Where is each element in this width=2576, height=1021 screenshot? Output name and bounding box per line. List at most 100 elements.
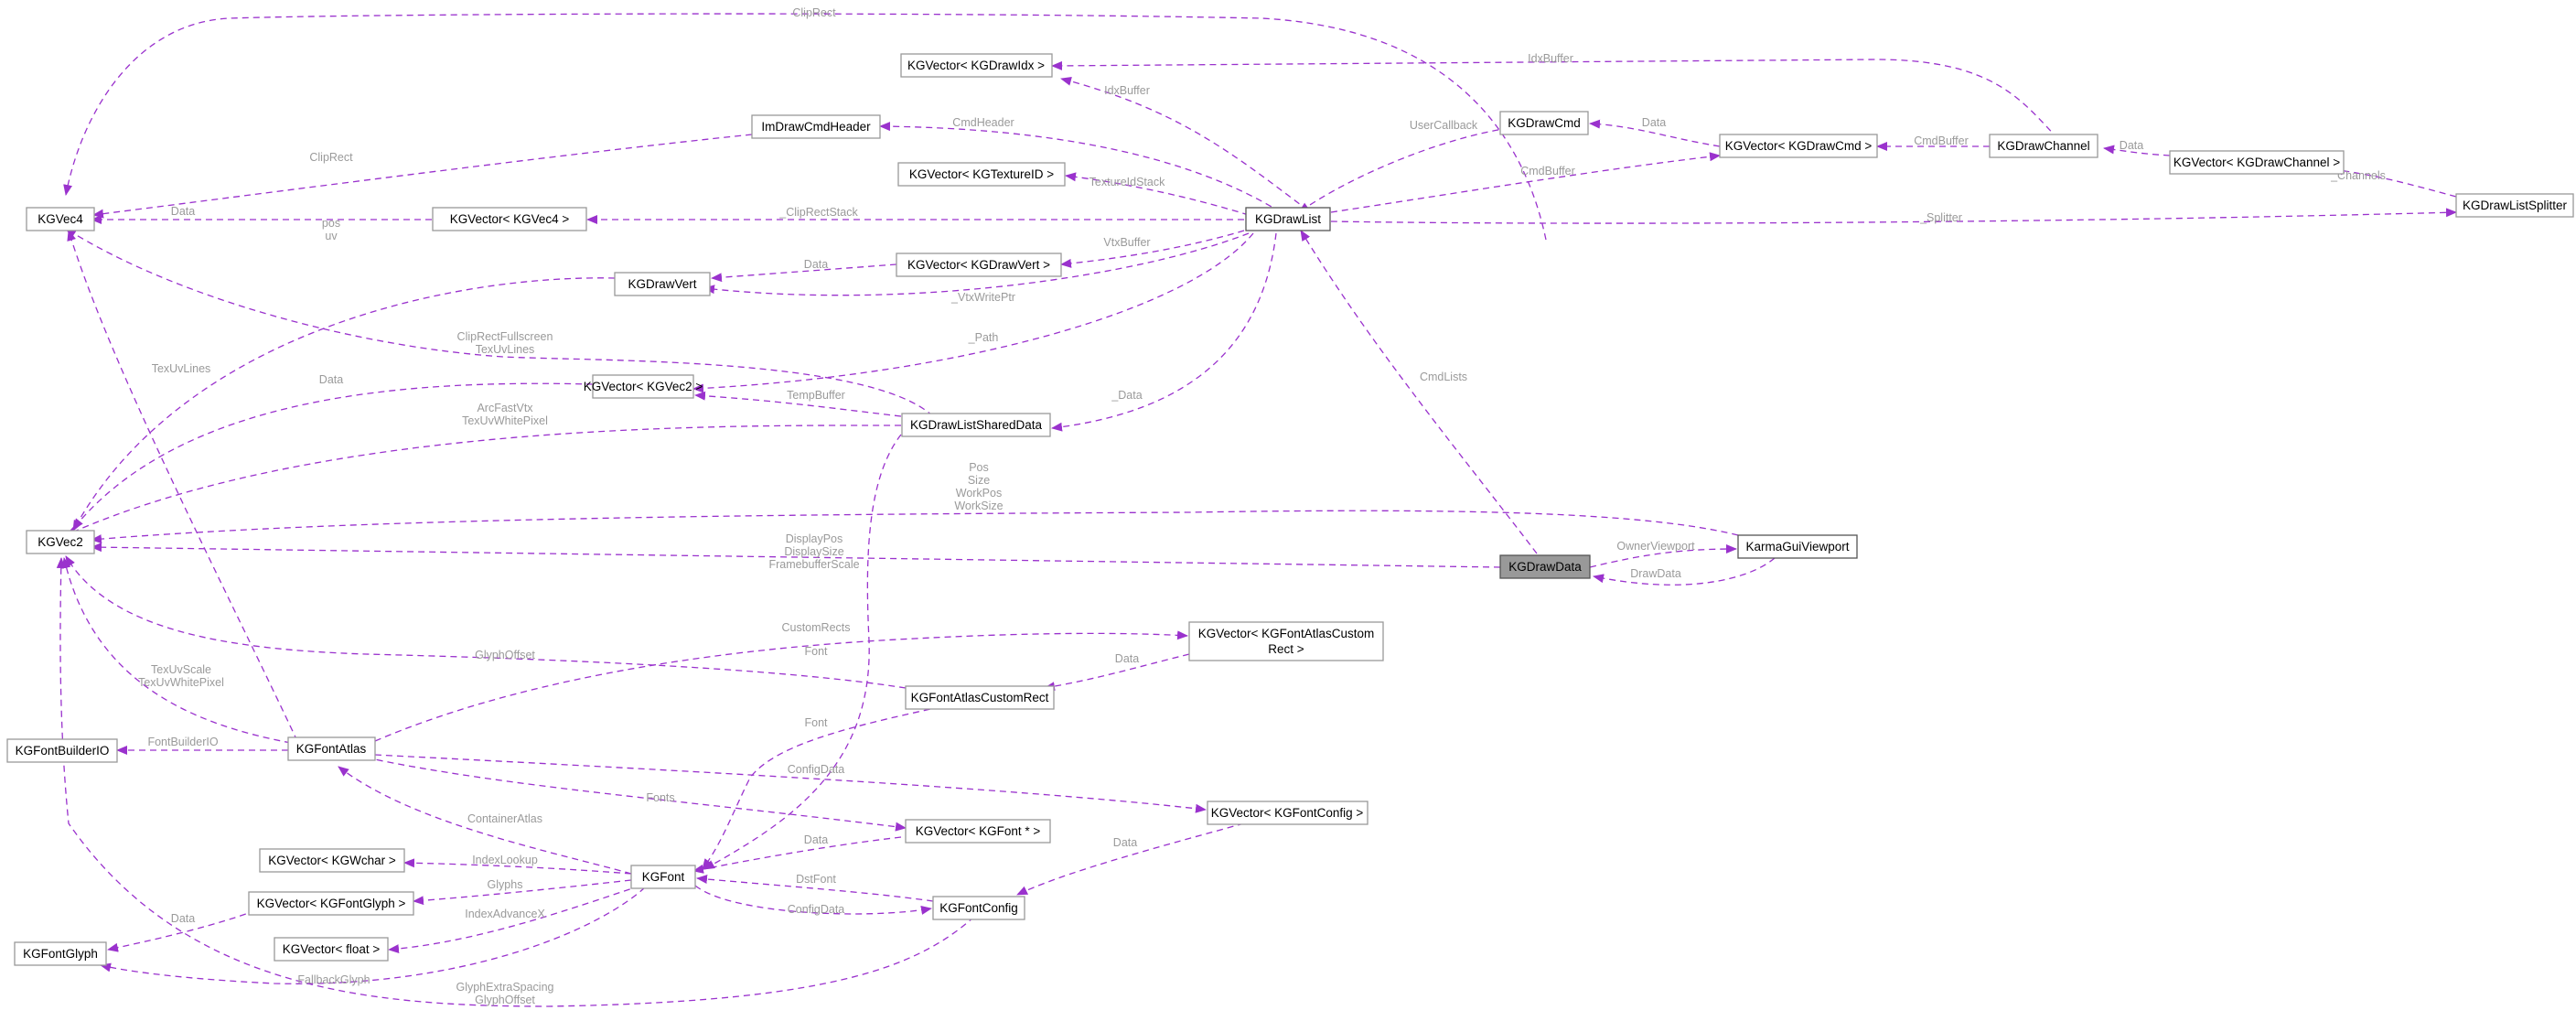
- svg-text:KGVector< KGFontAtlasCustom: KGVector< KGFontAtlasCustom: [1198, 627, 1374, 640]
- edge-kgdrawlist-shareddata: [1051, 232, 1277, 432]
- edge-kgfontconfig-dstfont: [696, 875, 934, 902]
- edge-kgfontconfig-kgfontglyph: [56, 557, 975, 1007]
- label-glyphs: Glyphs: [488, 878, 523, 891]
- node-vec-float[interactable]: KGVector< float >: [274, 937, 389, 962]
- label-idxbuffer-top: IdxBuffer: [1528, 52, 1573, 65]
- label-cliprectstack: _ClipRectStack: [778, 206, 858, 219]
- svg-text:KGFontAtlas: KGFontAtlas: [296, 742, 367, 756]
- label-data-channel: Data: [2120, 139, 2143, 152]
- edge-kgdrawlist-cmdbuffer: [1330, 152, 1721, 213]
- label-texuvwhitepixel-a: TexUvWhitePixel: [462, 414, 548, 427]
- label-texuvlines-b: TexUvLines: [152, 362, 211, 375]
- node-kgdrawlistshareddata[interactable]: KGDrawListSharedData: [901, 413, 1051, 437]
- node-imdrawcmdheader[interactable]: ImDrawCmdHeader: [751, 114, 881, 139]
- edge-vec-drawchannel-kgdrawchannel: [2103, 145, 2171, 156]
- node-kgvec2[interactable]: KGVec2: [26, 530, 95, 554]
- label-font-a: Font: [804, 645, 828, 658]
- label-framebufferscale: FramebufferScale: [768, 558, 859, 571]
- node-kgdrawchannel[interactable]: KGDrawChannel: [1989, 134, 2098, 158]
- edge-customrect-font: [702, 704, 952, 870]
- node-kgdrawvert[interactable]: KGDrawVert: [614, 272, 711, 296]
- node-vec-vec2[interactable]: KGVector< KGVec2 >: [584, 374, 703, 399]
- edge-kgdrawdata-cmdlists: [1300, 230, 1538, 554]
- svg-text:KGVector< KGDrawCmd >: KGVector< KGDrawCmd >: [1725, 139, 1873, 153]
- svg-text:KGVector< KGDrawChannel >: KGVector< KGDrawChannel >: [2174, 156, 2340, 169]
- node-kgdrawlist[interactable]: KGDrawList: [1245, 207, 1331, 231]
- label-pos: pos: [322, 217, 340, 230]
- edge-kgdrawdata-kgvec2: [91, 543, 1501, 568]
- node-kgfontatlascustomrect[interactable]: KGFontAtlasCustomRect: [905, 685, 1055, 710]
- svg-text:KGVector< KGVec2 >: KGVector< KGVec2 >: [584, 380, 703, 393]
- node-kgfont[interactable]: KGFont: [630, 865, 696, 889]
- label-texuvlines-a: TexUvLines: [476, 343, 535, 356]
- edge-viewport-drawdata: [1593, 557, 1776, 586]
- svg-text:KGVec2: KGVec2: [38, 535, 83, 549]
- edge-shareddata-cliprectfullscreen: [65, 228, 934, 417]
- edge-kgfontatlas-texuvlines: [67, 230, 298, 742]
- label-data-fontptr: Data: [804, 833, 828, 846]
- edge-kgfont-indexadvancex: [388, 885, 641, 954]
- edge-kgfontatlas-customrects: [374, 630, 1188, 742]
- label-vp-pos: Pos: [969, 461, 989, 474]
- label-drawdata: DrawData: [1630, 567, 1681, 580]
- svg-text:KGDrawVert: KGDrawVert: [628, 277, 696, 291]
- svg-text:KGFontAtlasCustomRect: KGFontAtlasCustomRect: [911, 691, 1049, 704]
- label-splitter: _Splitter: [1919, 211, 1962, 224]
- label-displaypos: DisplayPos: [786, 532, 843, 545]
- node-vec-wchar[interactable]: KGVector< KGWchar >: [259, 848, 405, 873]
- edge-kgfont-indexlookup: [403, 858, 632, 875]
- svg-text:KGVector< KGFontConfig >: KGVector< KGFontConfig >: [1211, 806, 1364, 820]
- label-textureidstack: TextureIdStack: [1089, 176, 1165, 188]
- label-cliprect-top: ClipRect: [792, 6, 836, 19]
- node-kgfontconfig[interactable]: KGFontConfig: [932, 896, 1025, 920]
- node-vec-vec4[interactable]: KGVector< KGVec4 >: [432, 207, 587, 231]
- label-glyphoffset: GlyphOffset: [475, 649, 535, 661]
- label-ownerviewport: OwnerViewport: [1616, 540, 1695, 553]
- svg-text:KGDrawData: KGDrawData: [1508, 560, 1582, 574]
- label-texuvscale: TexUvScale: [151, 663, 211, 676]
- label-indexlookup: IndexLookup: [472, 854, 538, 866]
- edge-shareddata-tempbuffer: [694, 391, 902, 417]
- label-glyphoffset-b: GlyphOffset: [475, 994, 535, 1006]
- node-kgfontglyph[interactable]: KGFontGlyph: [14, 941, 107, 966]
- label-path: _Path: [968, 331, 999, 344]
- edge-kgdrawlist-path: [692, 232, 1254, 393]
- node-vec-fontglyph[interactable]: KGVector< KGFontGlyph >: [248, 891, 414, 916]
- edge-kgdrawcmd-kgdrawlist: [1298, 127, 1510, 213]
- node-vec-customrect[interactable]: KGVector< KGFontAtlasCustomRect >: [1188, 621, 1384, 661]
- node-kgdrawcmd[interactable]: KGDrawCmd: [1499, 111, 1589, 135]
- edge-kgdrawlistsplitter-channels: [2332, 166, 2457, 198]
- label-glyphextraspacing: GlyphExtraSpacing: [456, 981, 553, 994]
- node-vec-drawcmd[interactable]: KGVector< KGDrawCmd >: [1719, 134, 1878, 158]
- edge-kgdrawlist-cmdheader: [879, 122, 1282, 213]
- node-vec-fontconfig[interactable]: KGVector< KGFontConfig >: [1207, 801, 1368, 825]
- label-vp-size: Size: [968, 474, 990, 487]
- edge-shareddata-kgvec2: [65, 425, 902, 536]
- node-vec-textureid[interactable]: KGVector< KGTextureID >: [897, 162, 1066, 187]
- edge-kgfontatlas-fonts: [365, 757, 907, 832]
- edge-kgdrawvert-kgvec2: [72, 277, 616, 532]
- node-vec-drawchannel[interactable]: KGVector< KGDrawChannel >: [2169, 150, 2345, 175]
- edge-shareddata-font: [703, 434, 902, 870]
- node-kgdrawdata[interactable]: KGDrawData: [1499, 554, 1591, 579]
- label-idxbuffer: IdxBuffer: [1104, 84, 1150, 97]
- label-containeratlas: ContainerAtlas: [467, 812, 542, 825]
- label-texuvwhitepixel-b: TexUvWhitePixel: [138, 676, 224, 689]
- edge-viewport-kgvec2: [91, 510, 1739, 544]
- edge-imdrawcmdheader-cliprect: [92, 134, 753, 219]
- svg-text:KGDrawList: KGDrawList: [1255, 212, 1321, 226]
- label-dotdata: _Data: [1111, 389, 1142, 402]
- node-kgdrawlistsplitter[interactable]: KGDrawListSplitter: [2455, 193, 2574, 218]
- label-fallbackglyph: FallbackGlyph: [297, 973, 370, 986]
- svg-text:KGVector< KGFontGlyph >: KGVector< KGFontGlyph >: [257, 897, 406, 910]
- node-vec-fontptr[interactable]: KGVector< KGFont * >: [905, 819, 1051, 844]
- node-kgvec4[interactable]: KGVec4: [26, 207, 95, 231]
- label-vtxwriteptr: _VtxWritePtr: [950, 291, 1015, 304]
- svg-text:KGDrawChannel: KGDrawChannel: [1997, 139, 2089, 153]
- node-vec-drawvert[interactable]: KGVector< KGDrawVert >: [896, 253, 1062, 277]
- svg-text:KGVector< KGVec4 >: KGVector< KGVec4 >: [450, 212, 570, 226]
- node-karmaguiviewport[interactable]: KarmaGuiViewport: [1737, 534, 1858, 559]
- node-kgfontbuilderio[interactable]: KGFontBuilderIO: [6, 738, 118, 763]
- node-kgfontatlas[interactable]: KGFontAtlas: [287, 736, 376, 761]
- node-vec-drawidx[interactable]: KGVector< KGDrawIdx >: [900, 53, 1053, 78]
